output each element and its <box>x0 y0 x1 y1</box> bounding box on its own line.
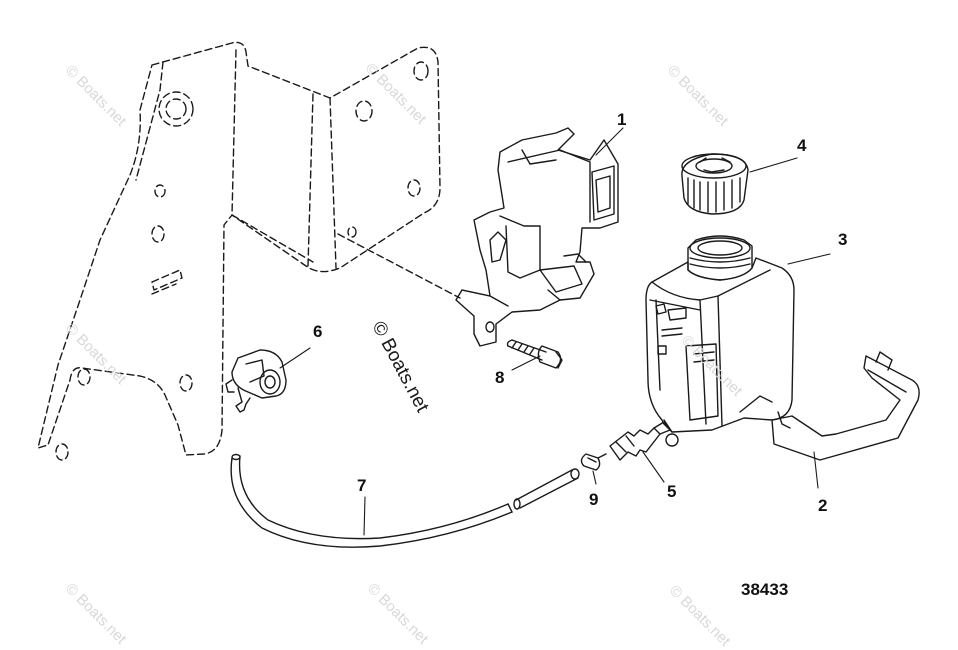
hose-clamp <box>580 453 607 471</box>
engine-bracket-phantom <box>37 41 461 461</box>
elbow-fitting <box>225 349 287 413</box>
callout-3: 3 <box>838 230 848 249</box>
barbed-fitting <box>609 421 671 461</box>
callout-5: 5 <box>667 482 677 501</box>
hose <box>230 453 580 548</box>
reservoir-bracket <box>455 127 619 347</box>
diagram-number: 38433 <box>741 580 789 599</box>
leader-lines <box>279 127 831 536</box>
callout-6: 6 <box>313 322 323 341</box>
callout-4: 4 <box>797 136 807 155</box>
callout-8: 8 <box>495 368 505 387</box>
callout-9: 9 <box>589 490 599 509</box>
callout-7: 7 <box>357 476 367 495</box>
retaining-strap <box>771 351 920 461</box>
callout-1: 1 <box>617 110 627 129</box>
coolant-reservoir <box>645 235 795 447</box>
filler-cap <box>681 153 749 215</box>
callout-2: 2 <box>818 496 828 515</box>
bolt <box>506 339 563 369</box>
